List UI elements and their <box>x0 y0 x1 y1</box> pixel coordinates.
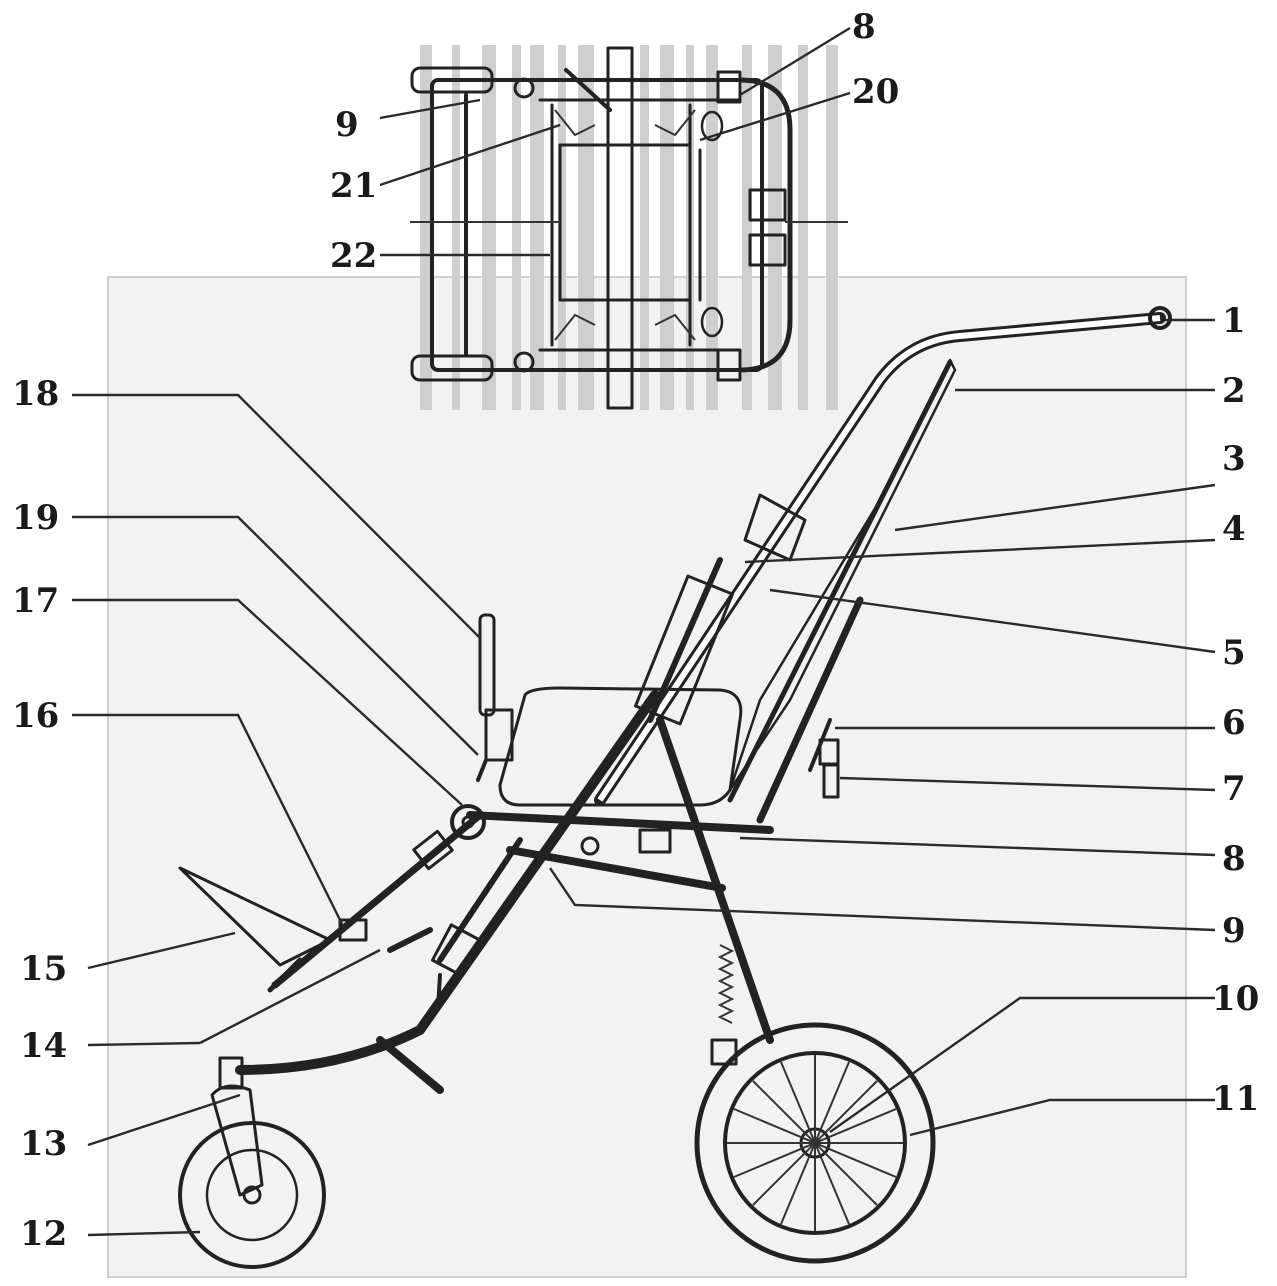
callout-10: 10 <box>1212 979 1259 1019</box>
callout-1: 1 <box>1222 301 1246 341</box>
callout-11: 11 <box>1212 1079 1259 1119</box>
leader-lines <box>72 26 1216 1237</box>
rear-wheel-spokes <box>727 1055 903 1231</box>
callout-12: 12 <box>20 1214 67 1254</box>
callout-22: 22 <box>330 236 377 276</box>
callout-9-top: 9 <box>335 105 359 145</box>
callout-7: 7 <box>1222 769 1246 809</box>
front-caster-wheel <box>178 1121 326 1269</box>
top-view-stripes <box>420 45 838 410</box>
callout-13: 13 <box>20 1124 67 1164</box>
callout-14: 14 <box>20 1026 67 1066</box>
callout-4: 4 <box>1222 509 1246 549</box>
callout-21: 21 <box>330 166 377 206</box>
callout-8-top: 8 <box>852 7 876 47</box>
top-view-inset <box>410 45 848 410</box>
callout-6: 6 <box>1222 703 1246 743</box>
callout-20: 20 <box>852 72 899 112</box>
rear-wheel <box>694 1022 936 1264</box>
callout-9: 9 <box>1222 911 1246 951</box>
callout-16: 16 <box>12 696 59 736</box>
callout-labels: 1 2 3 4 5 6 7 8 9 10 11 12 13 14 15 16 1… <box>12 7 1259 1254</box>
callout-2: 2 <box>1222 371 1246 411</box>
callout-3: 3 <box>1222 439 1246 479</box>
callout-19: 19 <box>12 498 59 538</box>
callout-18: 18 <box>12 374 59 414</box>
seat-cushion <box>498 686 743 807</box>
callout-17: 17 <box>12 581 59 621</box>
wheelchair-side-view <box>178 306 1172 1269</box>
callout-8: 8 <box>1222 839 1246 879</box>
callout-5: 5 <box>1222 633 1246 673</box>
callout-15: 15 <box>20 949 67 989</box>
foot-plate <box>178 866 332 967</box>
